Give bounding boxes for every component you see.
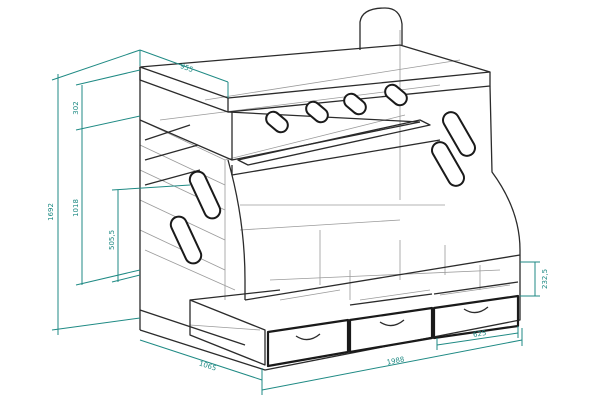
dim-depth-bottom: 1065	[198, 360, 217, 373]
slot-4	[384, 83, 408, 107]
dimension-lines	[51, 49, 540, 395]
slot-5	[442, 111, 476, 157]
slot-8	[169, 215, 203, 265]
ladder-slots	[169, 83, 476, 265]
bed-outline	[139, 7, 521, 371]
dimension-labels: 1692 302 1018 505,5 955 1065 1988 232,5 …	[47, 62, 549, 373]
dim-depth-top: 955	[179, 62, 194, 74]
drawer-middle	[348, 306, 434, 354]
drawer-left	[266, 318, 350, 368]
dim-upper-rail: 302	[72, 101, 80, 114]
slot-6	[431, 141, 465, 187]
dim-width: 1988	[386, 355, 405, 366]
dim-drawer-width: 625	[472, 329, 486, 339]
dim-drawer-height: 232,5	[541, 269, 549, 289]
dim-ladder-step: 505,5	[108, 230, 116, 250]
slot-1	[265, 110, 289, 134]
slot-7	[188, 170, 222, 220]
slot-3	[343, 92, 367, 116]
slot-2	[305, 100, 329, 124]
dim-lower-rail: 1018	[72, 199, 80, 217]
dim-total-height: 1692	[47, 203, 55, 221]
drawers	[189, 281, 520, 368]
